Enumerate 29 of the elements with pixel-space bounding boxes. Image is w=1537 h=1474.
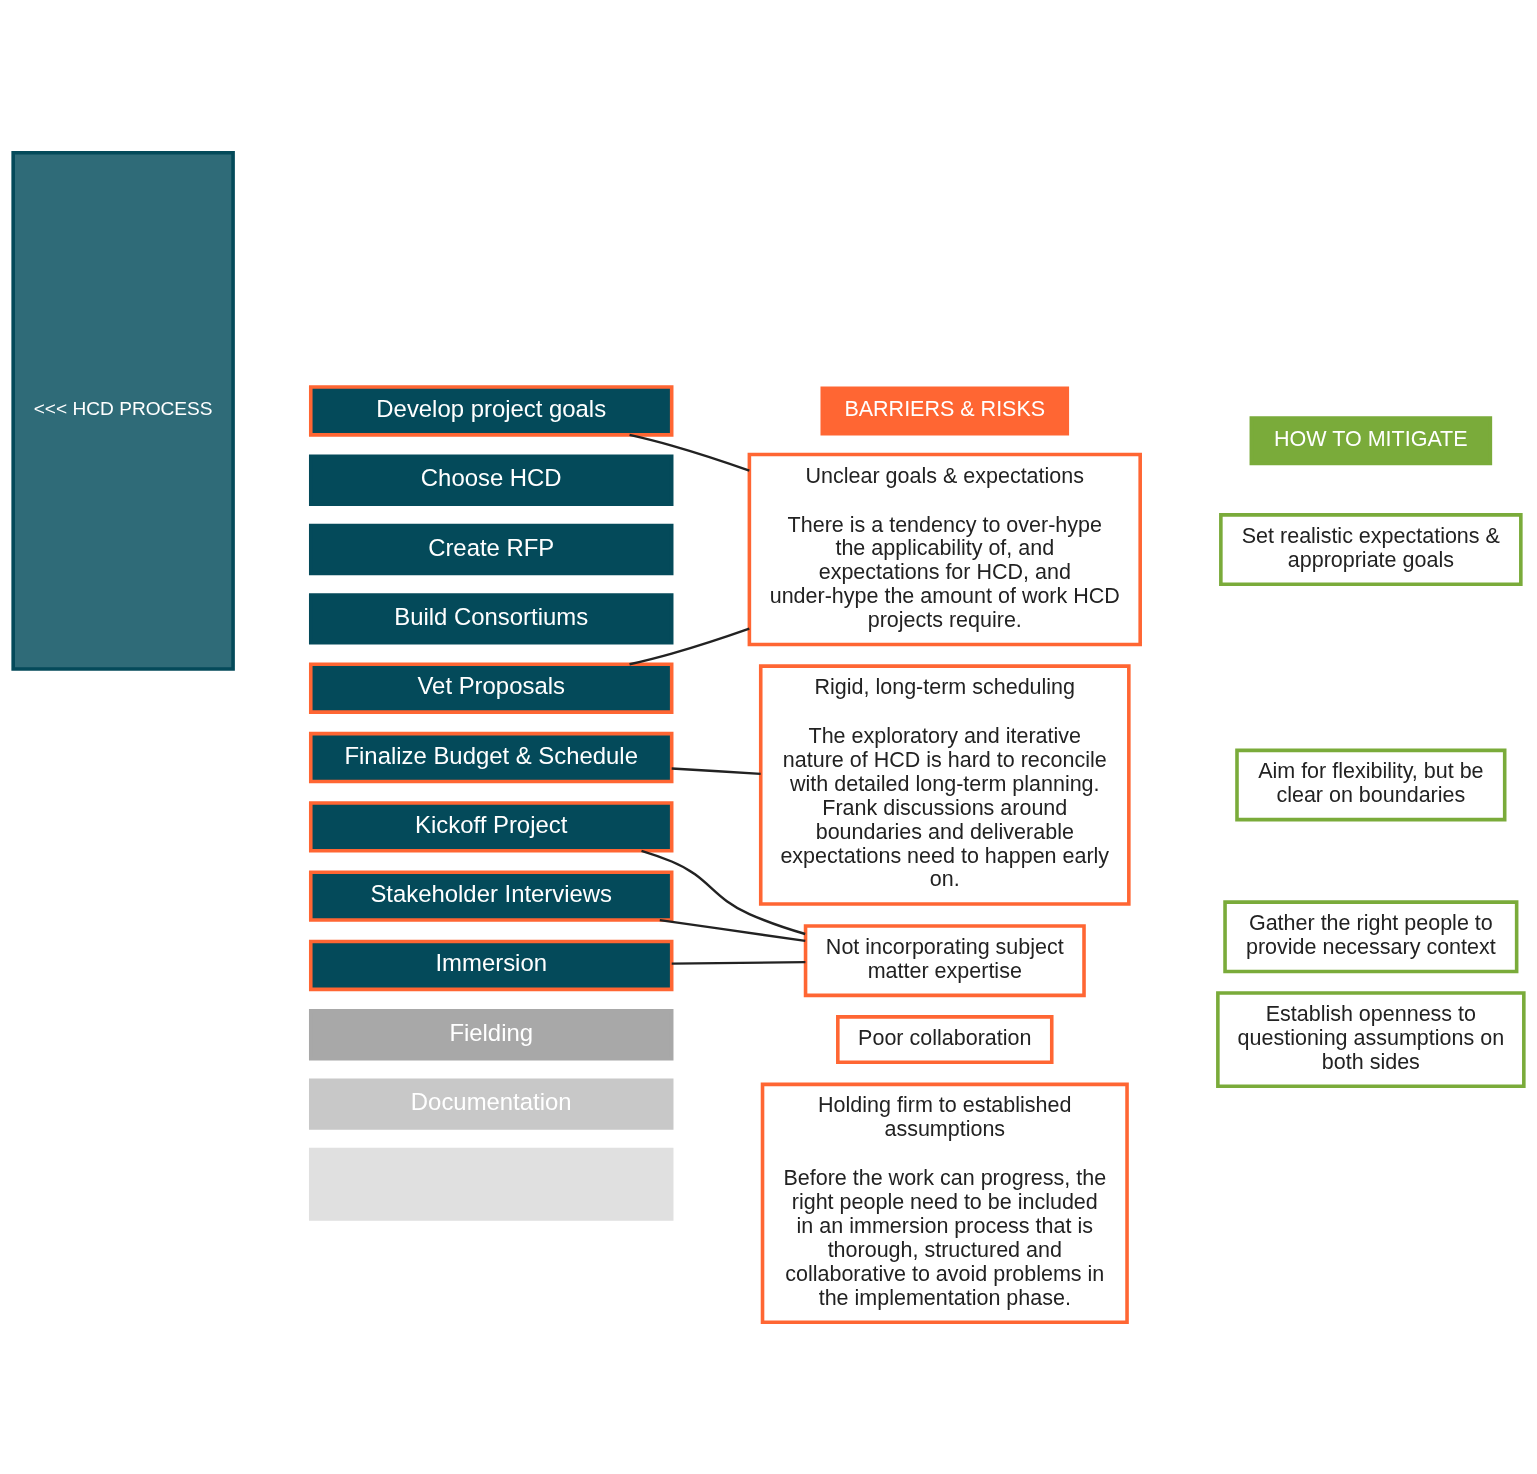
connector	[659, 918, 806, 942]
node-box: Create RFP	[308, 523, 674, 575]
node-box: BARRIERS & RISKS	[820, 385, 1070, 435]
node-box: Establish openness to questioning assumptions on both sides	[1216, 990, 1526, 1088]
node-box: Aim for flexibility, but be clear on boundaries	[1235, 748, 1507, 821]
node-box: Rigid, long-term scheduling The exploratory and iterative nature of HCD is hard to reconcile with detailed long-term planning. Frank discussions around boundaries and deliverable expectations need to happen early on.	[758, 663, 1131, 906]
node-box: Vet Proposals	[308, 662, 674, 714]
node-box: Unclear goals & expectations There is a tendency to over-hype the applicability of, and expectations for HCD, and under-hype the amount of work HCD projects require.	[747, 452, 1142, 646]
node-box: Choose HCD	[308, 454, 674, 506]
node-box: Kickoff Project	[308, 800, 674, 853]
node-box: Poor collaboration	[836, 1014, 1054, 1064]
connector	[671, 766, 761, 775]
node-box: Immersion	[308, 939, 674, 991]
node-box: Finalize Budget & Schedule	[308, 731, 674, 783]
connector	[671, 960, 806, 965]
node-box: HOW TO MITIGATE	[1249, 415, 1493, 465]
connector	[629, 626, 750, 665]
node-box: Holding firm to established assumptions Before the work can progress, the right people need to be included in an immersion process that is thorough, structured and collaborative to avoid problems in the implementation phase.	[760, 1082, 1129, 1324]
node-box: Not incorporating subject matter expertise	[803, 923, 1086, 997]
node-box: Build Consortiums	[308, 592, 674, 645]
node-box: Stakeholder Interviews	[308, 869, 674, 922]
node-box: Fielding	[308, 1008, 674, 1060]
connector	[641, 849, 806, 935]
node-box: <<< HCD PROCESS	[11, 150, 235, 671]
node-box: Develop project goals	[308, 384, 674, 437]
node-box: Set realistic expectations & appropriate goals	[1219, 512, 1523, 586]
node-box: Gather the right people to provide necessary context	[1223, 899, 1519, 973]
node-box	[308, 1147, 674, 1221]
connector	[629, 433, 750, 472]
